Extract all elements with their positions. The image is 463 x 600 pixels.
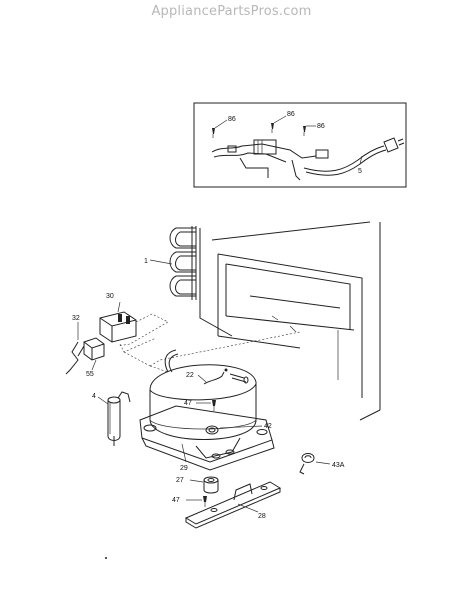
callout-47-screw-upper: 47: [184, 400, 192, 407]
callout-30-relay: 30: [106, 293, 114, 300]
screw-86-right: [303, 126, 306, 136]
callout-43a-clip: 43A: [332, 462, 345, 469]
cabinet-back: [199, 221, 381, 421]
callout-5-harness: 5: [358, 168, 362, 175]
callout-28-bracket: 28: [258, 513, 266, 520]
site-watermark: AppliancePartsPros.com: [151, 4, 312, 19]
callout-22-ground-wire: 22: [186, 372, 194, 379]
callout-4-drier: 4: [92, 393, 96, 400]
callout-1-condenser: 1: [144, 258, 148, 265]
callout-86-left: 86: [228, 116, 236, 123]
callout-29-compressor: 29: [180, 465, 188, 472]
grommet-27: 27: [176, 476, 219, 494]
screw-86-left: [212, 128, 215, 138]
wiring-harness-inset: 86 86 86 5: [193, 102, 407, 188]
callout-47-screw-lower: 47: [172, 497, 180, 504]
callout-86-middle: 86: [287, 111, 295, 118]
mounting-bracket: 28: [184, 481, 282, 529]
condenser-coil: 1: [144, 226, 197, 300]
clip-43a: 43A: [299, 453, 345, 475]
screw-86-middle: [271, 123, 274, 133]
compressor: 22 47 42 29: [139, 349, 275, 472]
callout-55-cover: 55: [86, 371, 94, 378]
screw-47-lower: 47: [172, 496, 207, 507]
filter-drier: 4: [92, 391, 131, 446]
callout-42-grommet: 42: [264, 423, 272, 430]
callout-27-grommet: 27: [176, 477, 184, 484]
relay-assembly: 30 55 32: [65, 293, 169, 378]
callout-86-right: 86: [317, 123, 325, 130]
callout-32-wire: 32: [72, 315, 80, 322]
